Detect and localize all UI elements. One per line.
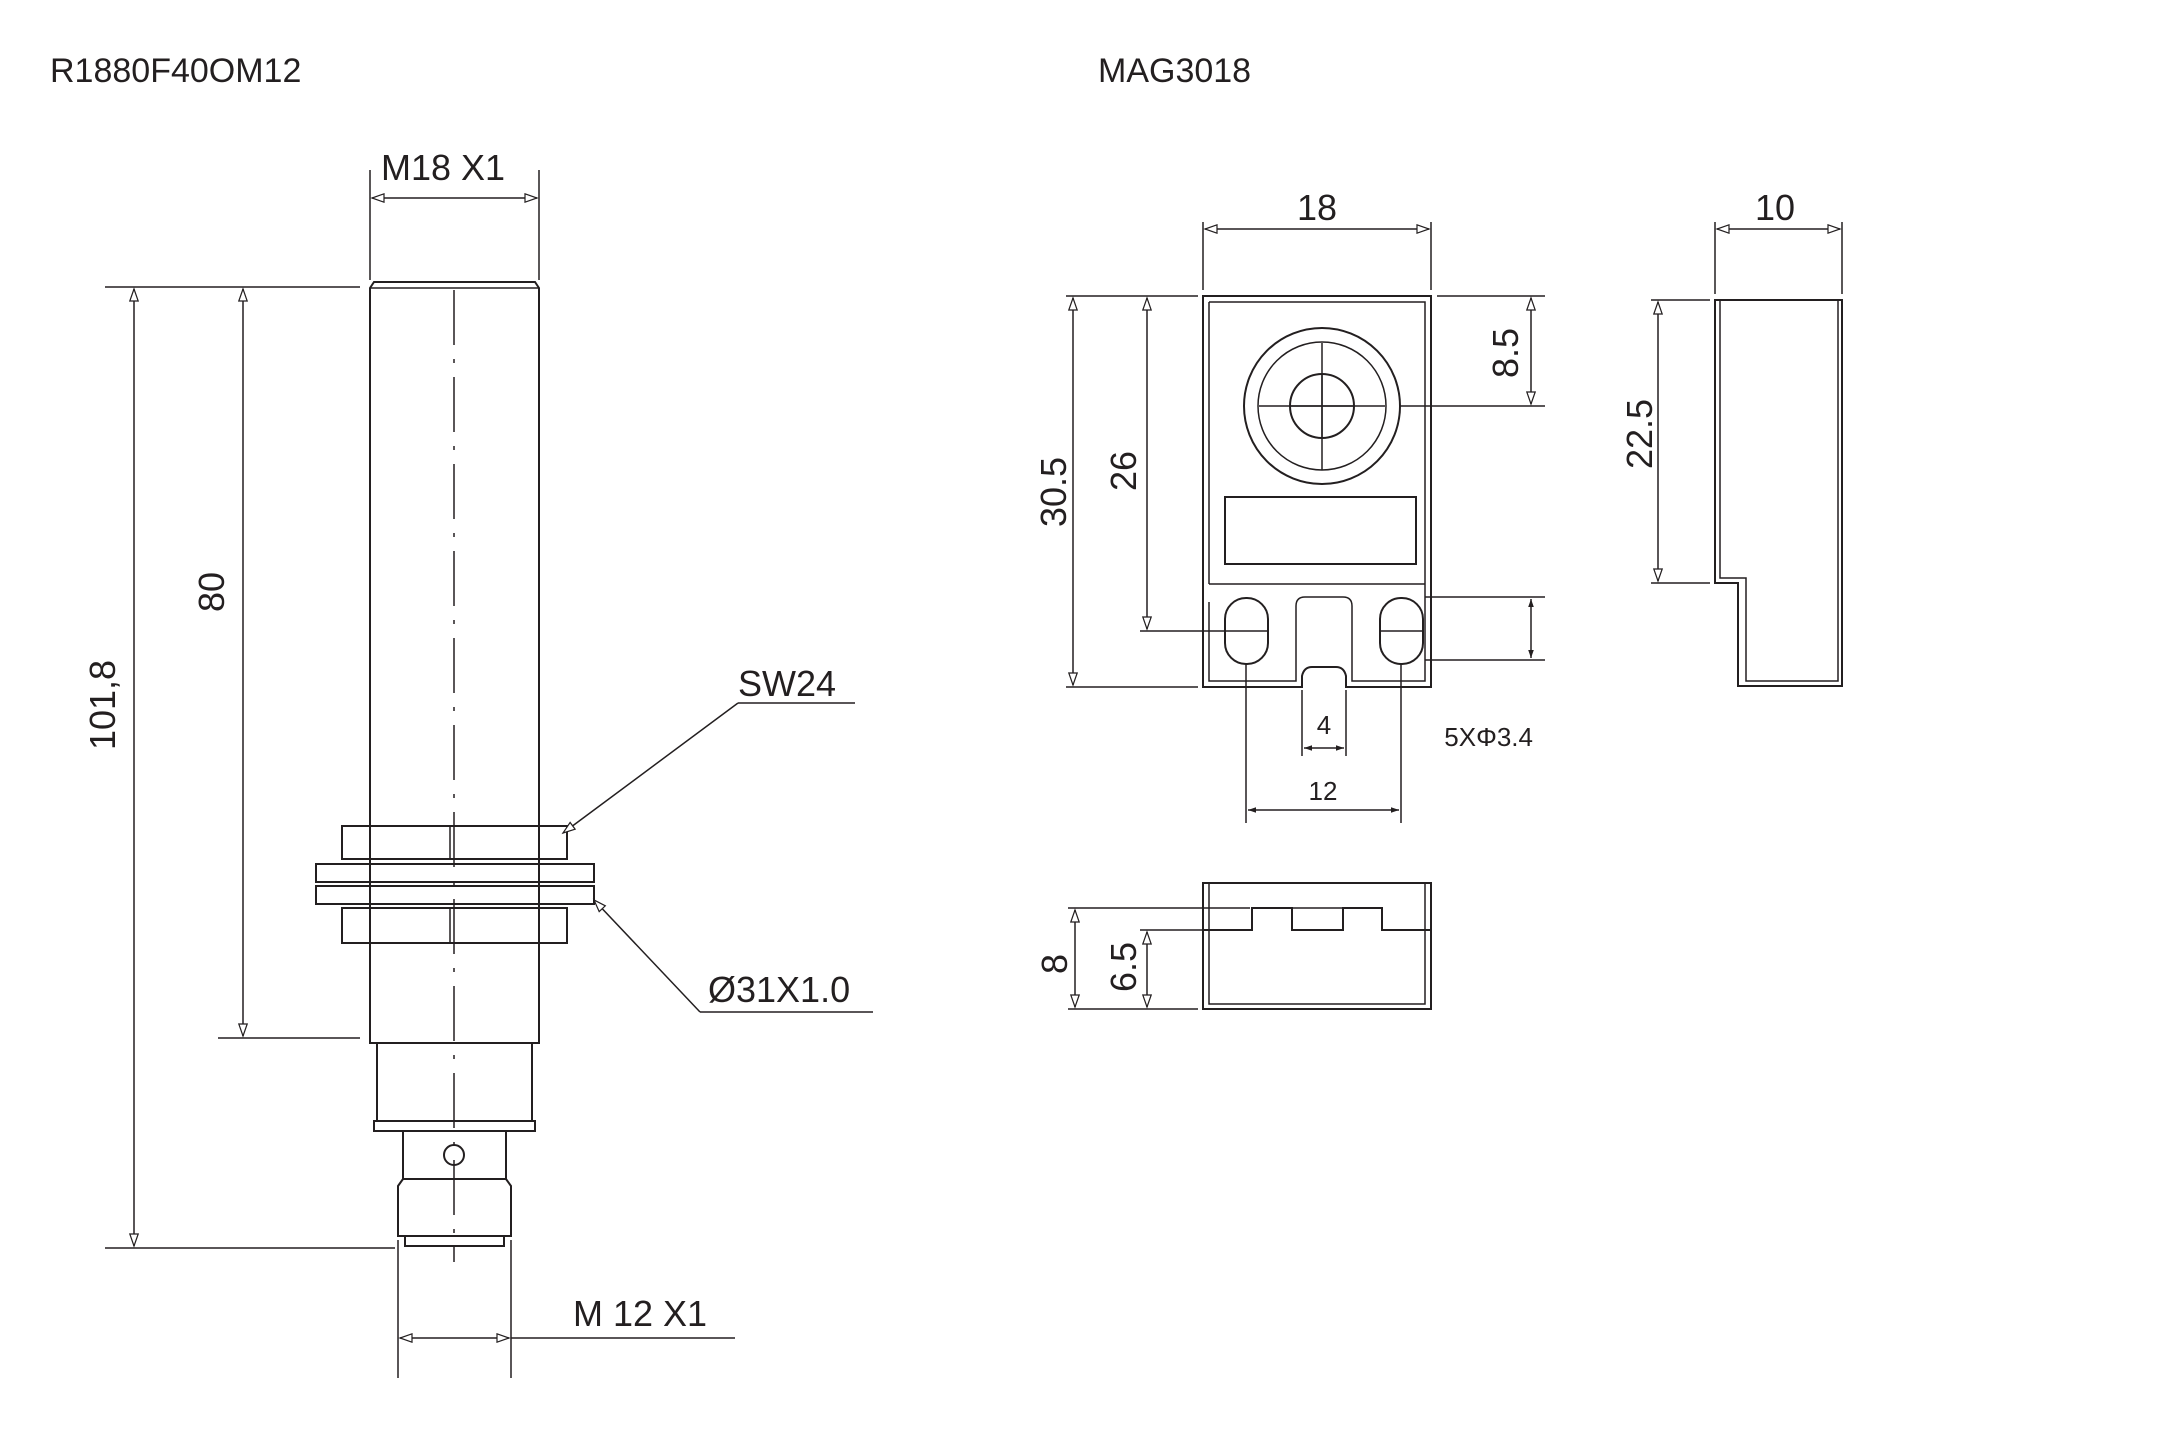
depth-label: 10 xyxy=(1755,187,1795,228)
body-length-label: 80 xyxy=(191,572,232,612)
side-height-label: 22.5 xyxy=(1619,399,1660,469)
magnet-side-view: 10 22.5 xyxy=(1619,187,1843,687)
magnet-front-view: 18 30.5 26 8.5 5XΦ3.4 4 12 xyxy=(1033,187,1545,823)
led-window xyxy=(1224,496,1417,565)
hole-height-label: 26 xyxy=(1103,451,1144,491)
left-model-title: R1880F40OM12 xyxy=(50,52,301,90)
overall-length-label: 101,8 xyxy=(82,660,123,750)
cylindrical-sensor: M18 X1 101,8 80 SW24 Ø31X1.0 M 12 X1 xyxy=(82,147,873,1378)
side-profile xyxy=(1714,299,1843,687)
thread-bottom-label: M 12 X1 xyxy=(573,1293,707,1334)
bottom-step-label: 6.5 xyxy=(1103,942,1144,992)
housing-outline xyxy=(1202,295,1432,688)
center-offset-label: 8.5 xyxy=(1485,328,1526,378)
height-label: 30.5 xyxy=(1033,457,1074,527)
magnet-bottom-view: 8 6.5 xyxy=(1034,882,1432,1010)
width-label: 18 xyxy=(1297,187,1337,228)
thread-top-label: M18 X1 xyxy=(381,147,505,188)
bottom-step-profile xyxy=(1203,907,1431,931)
slot-gap-label: 4 xyxy=(1317,710,1331,740)
bottom-outline xyxy=(1202,882,1432,1010)
right-model-title: MAG3018 xyxy=(1098,52,1251,90)
holes-label: 5XΦ3.4 xyxy=(1444,722,1533,752)
washer-label: Ø31X1.0 xyxy=(708,969,850,1010)
nut-label: SW24 xyxy=(738,663,836,704)
washer xyxy=(315,863,595,883)
bottom-height-label: 8 xyxy=(1034,954,1075,974)
hole-spacing-label: 12 xyxy=(1309,776,1338,806)
